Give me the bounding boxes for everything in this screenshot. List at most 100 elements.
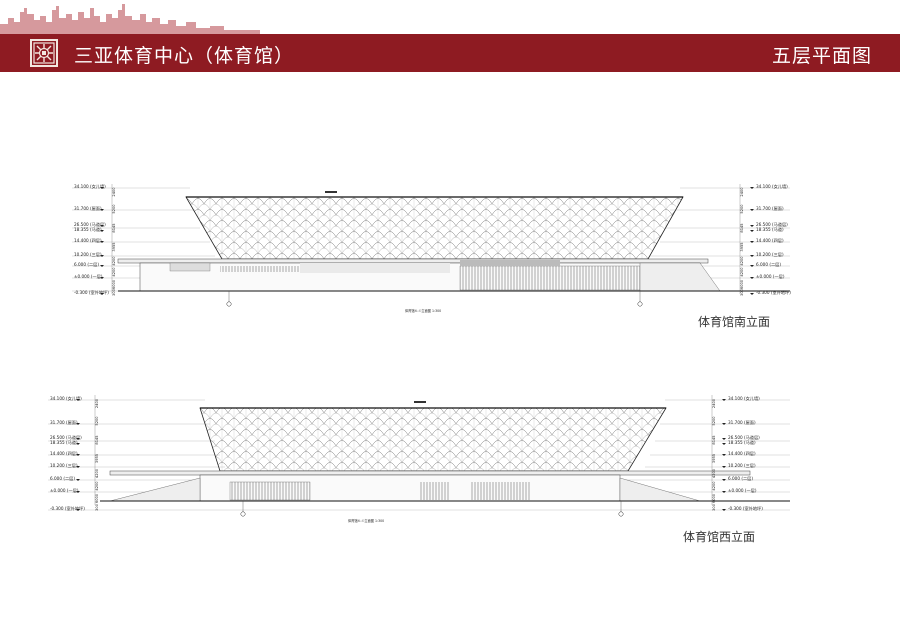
level-label: -0.300 (室外地坪) xyxy=(728,505,763,512)
level-label: 31.700 (屋面) xyxy=(50,420,78,426)
dimension-label: 2400 xyxy=(740,187,744,197)
level-marker xyxy=(100,230,104,232)
dimension-label: 5200 xyxy=(740,204,744,214)
dimension-label: 4200 xyxy=(740,256,744,266)
level-marker xyxy=(750,293,754,295)
level-marker xyxy=(722,423,726,425)
dimension-label: 8145 xyxy=(112,223,116,232)
level-label: 6.000 (二层) xyxy=(50,476,75,482)
project-title: 三亚体育中心（体育馆） xyxy=(74,45,295,67)
dimension-label: 300 xyxy=(740,288,744,296)
level-marker xyxy=(76,466,80,468)
south-elevation-caption: 体育馆南立面 xyxy=(698,315,771,329)
west-sub-caption: 体育馆⑥-①立面图 1:300 xyxy=(348,518,384,523)
dimension-label: 5200 xyxy=(112,204,116,214)
level-label: 18.355 (马道) xyxy=(728,439,756,446)
level-marker xyxy=(722,479,726,481)
dimension-label: 4200 xyxy=(740,267,744,277)
level-label: 34.100 (女儿墙) xyxy=(728,395,760,402)
level-label: 6.000 (二层) xyxy=(728,476,753,482)
level-marker xyxy=(722,454,726,456)
level-marker xyxy=(100,277,104,279)
level-marker xyxy=(76,454,80,456)
header-banner: 三亚体育中心（体育馆） 五层平面图 xyxy=(0,34,900,72)
level-marker xyxy=(722,466,726,468)
level-label: 18.355 (马道) xyxy=(74,226,102,233)
dimension-label: 6000 xyxy=(112,279,116,289)
dimension-label: 6000 xyxy=(712,493,716,503)
dimension-label: 5200 xyxy=(712,416,716,426)
dimension-label: 4200 xyxy=(112,256,116,266)
level-label: 18.355 (马道) xyxy=(50,439,78,446)
level-marker xyxy=(100,187,104,189)
level-marker xyxy=(100,225,104,227)
level-label: 31.700 (屋面) xyxy=(728,420,756,426)
level-marker xyxy=(76,423,80,425)
level-label: 34.100 (女儿墙) xyxy=(50,395,82,402)
emblem-logo-icon xyxy=(30,39,58,67)
level-marker xyxy=(750,230,754,232)
dimension-label: 8145 xyxy=(95,435,99,444)
west-elevation xyxy=(48,395,790,517)
level-marker xyxy=(722,491,726,493)
level-marker xyxy=(750,225,754,227)
level-label: 14.400 (四层) xyxy=(756,238,784,244)
level-marker xyxy=(722,509,726,511)
level-label: 14.400 (四层) xyxy=(50,451,78,457)
dimension-label: 300 xyxy=(112,288,116,296)
level-label: ±0.000 (一层) xyxy=(756,274,785,280)
dimension-label: 3955 xyxy=(112,242,116,251)
level-label: 10.200 (三层) xyxy=(756,252,784,258)
dimension-label: 4200 xyxy=(712,481,716,491)
city-skyline-icon xyxy=(0,4,260,34)
south-sub-caption: 体育馆⑥-①立面图 1:300 xyxy=(405,308,441,313)
level-marker xyxy=(76,491,80,493)
dimension-label: 8145 xyxy=(712,435,716,444)
level-label: 26.500 (马道层) xyxy=(728,434,760,441)
level-label: -0.300 (室外地坪) xyxy=(756,289,791,296)
dimension-label: 4200 xyxy=(95,481,99,491)
dimension-label: 6000 xyxy=(740,279,744,289)
level-label: 10.200 (三层) xyxy=(50,463,78,469)
level-marker xyxy=(76,443,80,445)
dimension-label: 5200 xyxy=(95,416,99,426)
west-levels-right: 34.100 (女儿墙) 31.700 (屋面) 26.500 (马道层)18.35… xyxy=(712,395,763,512)
level-marker xyxy=(750,209,754,211)
level-marker xyxy=(76,479,80,481)
dimension-label: 2400 xyxy=(95,398,99,408)
level-label: 6.000 (二层) xyxy=(74,262,99,268)
dimension-label: 2400 xyxy=(112,187,116,197)
level-label: ±0.000 (一层) xyxy=(50,488,79,494)
level-marker xyxy=(750,265,754,267)
dimension-label: 3955 xyxy=(95,454,99,463)
level-marker xyxy=(750,255,754,257)
level-marker xyxy=(100,255,104,257)
level-marker xyxy=(100,265,104,267)
level-label: 18.355 (马道) xyxy=(756,226,784,233)
level-label: 26.500 (马道层) xyxy=(756,221,788,228)
level-marker xyxy=(76,438,80,440)
level-label: 10.200 (三层) xyxy=(74,252,102,258)
dimension-label: 3955 xyxy=(740,242,744,251)
level-label: ±0.000 (一层) xyxy=(74,274,103,280)
level-label: 31.700 (屋面) xyxy=(74,206,102,212)
level-marker xyxy=(100,241,104,243)
page-label: 五层平面图 xyxy=(771,45,872,67)
south-levels-left: 34.100 (女儿墙)31.700 (屋面)26.500 (马道层)18.35… xyxy=(74,183,116,296)
level-marker xyxy=(722,399,726,401)
dimension-label: 300 xyxy=(712,503,716,511)
level-marker xyxy=(722,438,726,440)
level-marker xyxy=(750,187,754,189)
south-elevation xyxy=(72,184,790,307)
level-label: -0.300 (室外地坪) xyxy=(50,505,85,512)
level-label: 6.000 (二层) xyxy=(756,262,781,268)
dimension-label: 300 xyxy=(95,503,99,511)
level-label: 31.700 (屋面) xyxy=(756,206,784,212)
dimension-label: 4200 xyxy=(112,267,116,277)
level-label: ±0.000 (一层) xyxy=(728,488,757,494)
west-levels-left: 34.100 (女儿墙)31.700 (屋面)26.500 (马道层)18.35… xyxy=(50,395,99,512)
level-marker xyxy=(750,241,754,243)
dimension-label: 4200 xyxy=(712,468,716,478)
level-marker xyxy=(722,443,726,445)
level-marker xyxy=(76,509,80,511)
